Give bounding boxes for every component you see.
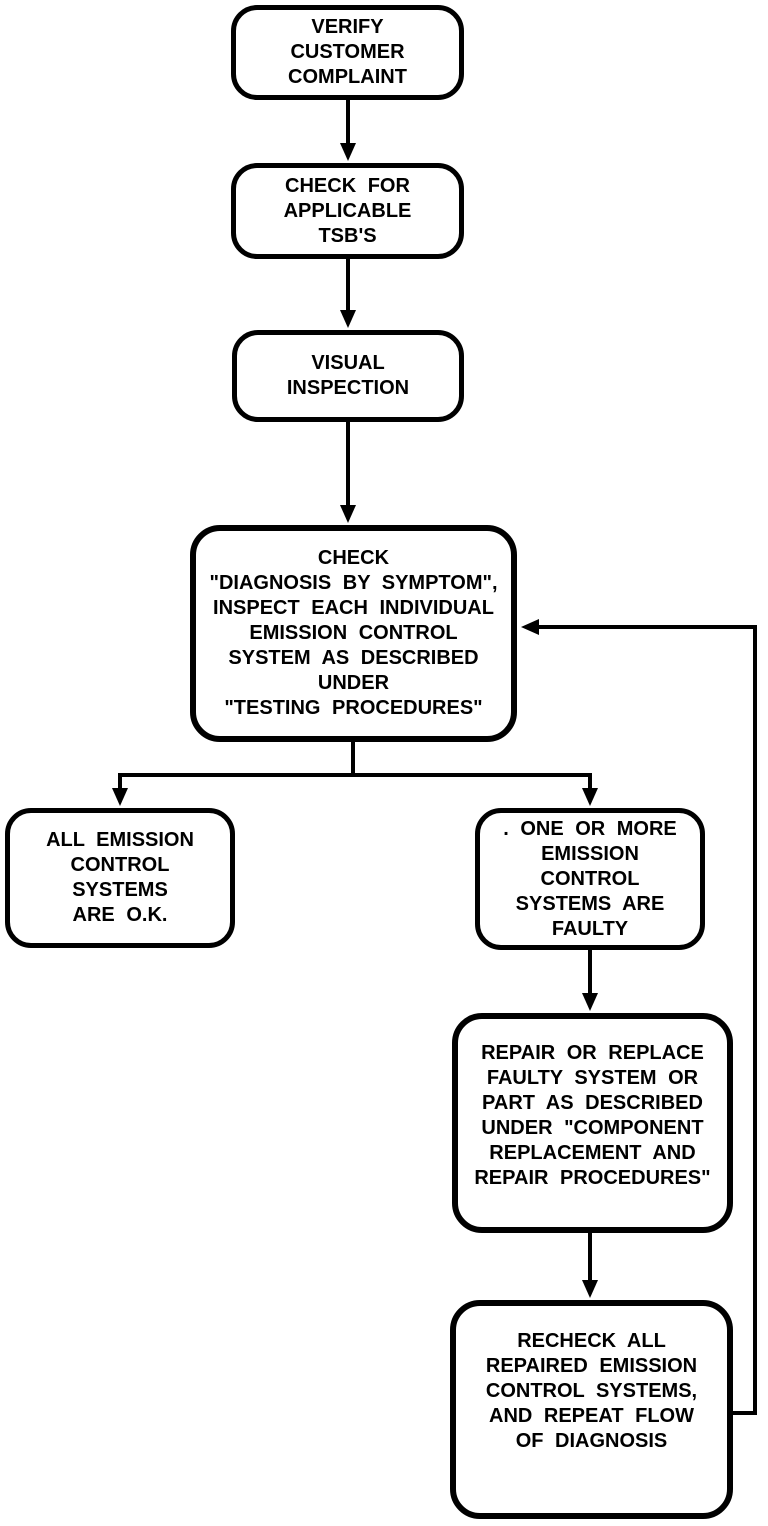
node-verify-customer-complaint: VERIFY CUSTOMER COMPLAINT (231, 5, 464, 100)
arrowhead-visual-to-check (340, 505, 356, 523)
node-recheck-all-repaired-systems: RECHECK ALL REPAIRED EMISSION CONTROL SY… (450, 1300, 733, 1519)
connector-feedback-loop (537, 625, 757, 1415)
node-check-diagnosis-by-symptom: CHECK "DIAGNOSIS BY SYMPTOM", INSPECT EA… (190, 525, 517, 742)
node-one-or-more-systems-faulty: . ONE OR MORE EMISSION CONTROL SYSTEMS A… (475, 808, 705, 950)
arrowhead-faulty-to-repair (582, 993, 598, 1011)
arrowhead-tsb-to-visual (340, 310, 356, 328)
arrowhead-repair-to-recheck (582, 1280, 598, 1298)
node-repair-or-replace-faulty-system: REPAIR OR REPLACE FAULTY SYSTEM OR PART … (452, 1013, 733, 1233)
arrowhead-branch-left (112, 788, 128, 806)
node-all-emission-control-systems-ok: ALL EMISSION CONTROL SYSTEMS ARE O.K. (5, 808, 235, 948)
connector-branch (118, 740, 592, 790)
arrowhead-branch-right (582, 788, 598, 806)
node-visual-inspection: VISUAL INSPECTION (232, 330, 464, 422)
arrowhead-feedback-loop (521, 619, 539, 635)
arrowhead-verify-to-tsb (340, 143, 356, 161)
node-check-for-applicable-tsbs: CHECK FOR APPLICABLE TSB'S (231, 163, 464, 259)
